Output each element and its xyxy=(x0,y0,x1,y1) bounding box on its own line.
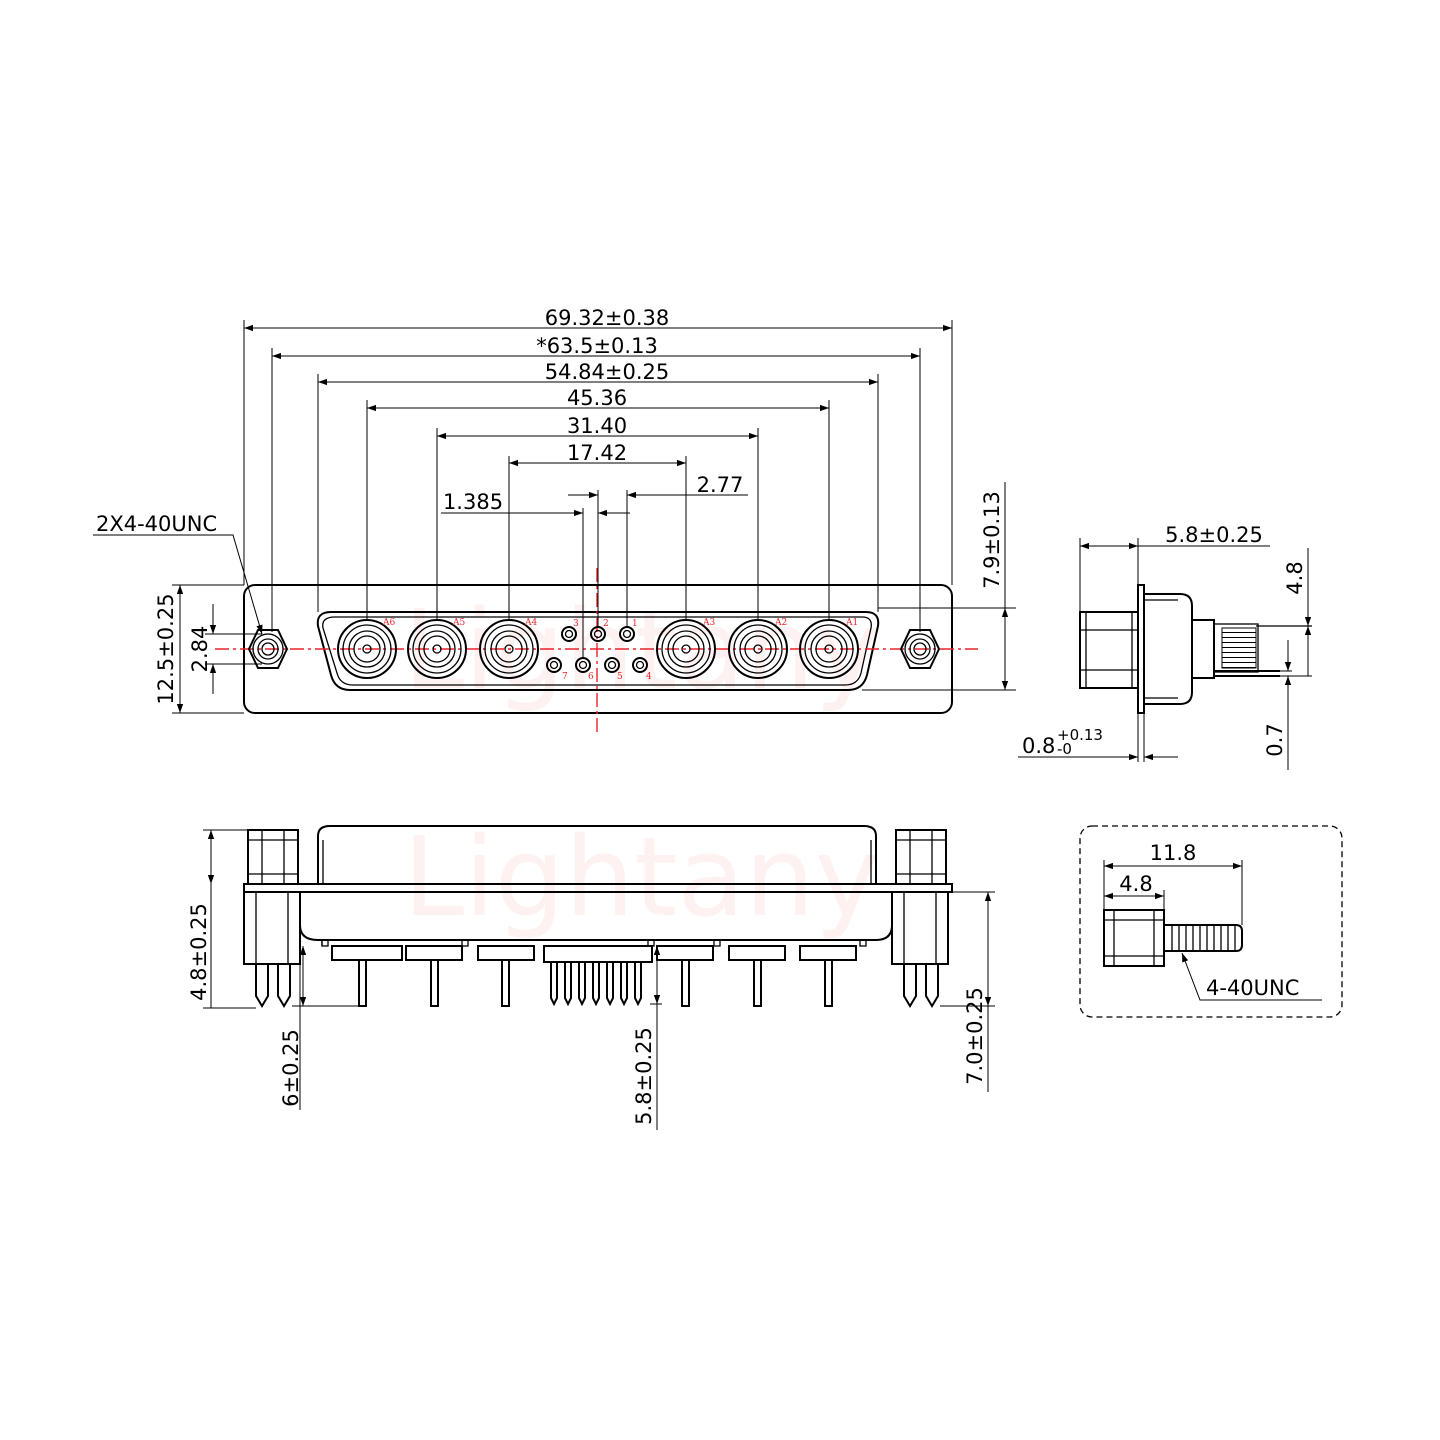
screw-detail-frame xyxy=(1079,825,1343,1018)
coax-tail-a2 xyxy=(728,945,786,1007)
side-rear-body xyxy=(1144,593,1193,705)
dim-standoff-height: 4.8±0.25 xyxy=(187,903,211,1001)
dim-screw-total: 11.8 xyxy=(1150,841,1197,865)
side-extensions xyxy=(1079,538,1312,762)
dim-screw-thread: 4-40UNC xyxy=(1206,976,1299,1000)
left-hex-nut xyxy=(247,629,289,669)
side-tail-block xyxy=(1191,619,1215,679)
dim-signal-tail: 5.8±0.25 xyxy=(632,1027,656,1125)
dim-board-lock: 7.0±0.25 xyxy=(963,987,987,1085)
signal-label-1: 1 xyxy=(632,619,638,629)
peg-4 xyxy=(713,939,721,947)
side-view: 5.8±0.25 4.8 0.7 0.8 +0.13 -0 xyxy=(1018,523,1312,770)
dim-mount-thread: 2X4-40UNC xyxy=(96,512,217,536)
coax-label-a3: A3 xyxy=(702,618,715,628)
dim-shell-height: 7.9±0.13 xyxy=(980,491,1004,589)
signal-contact-5 xyxy=(604,657,620,673)
svg-text:Lightany: Lightany xyxy=(403,586,880,714)
coax-contact-a3 xyxy=(656,619,716,679)
coax-label-a4: A4 xyxy=(524,618,537,628)
dim-shell-width: 54.84±0.25 xyxy=(545,360,669,384)
side-hex-body xyxy=(1079,611,1139,689)
signal-label-5: 5 xyxy=(617,672,623,682)
right-hex-nut xyxy=(899,629,941,669)
svg-text:Lightany: Lightany xyxy=(403,813,880,941)
coax-label-a1: A1 xyxy=(845,618,858,628)
bottom-view: 4.8±0.25 6±0.25 5.8±0.25 7.0±0.25 xyxy=(187,825,995,1130)
front-extension-lines xyxy=(243,320,953,658)
d-shell-outer xyxy=(316,611,880,691)
coax-tail-a5 xyxy=(405,945,463,1007)
dim-pin-offset: 0.7 xyxy=(1263,723,1287,756)
signal-contact-3 xyxy=(561,626,577,642)
right-standoff xyxy=(895,829,947,885)
signal-contact-7 xyxy=(546,657,562,673)
signal-label-6: 6 xyxy=(588,672,594,682)
peg-2 xyxy=(461,939,469,947)
signal-contact-4 xyxy=(632,657,648,673)
dim-flange-height: 12.5±0.25 xyxy=(154,593,178,704)
dim-screw-hex: 4.8 xyxy=(1119,872,1152,896)
dim-side-offset: 4.8 xyxy=(1283,561,1307,594)
peg-left xyxy=(321,939,329,947)
front-view: A6 A5 A4 A3 A2 A1 3 2 1 7 6 5 4 xyxy=(93,306,1016,732)
coax-label-a2: A2 xyxy=(774,618,787,628)
bottom-top-shell xyxy=(317,825,877,884)
left-board-lock xyxy=(243,891,301,1008)
dim-row-offset: 2.84 xyxy=(188,626,212,673)
screw-shank xyxy=(1164,924,1243,952)
dim-coax-tail: 6±0.25 xyxy=(279,1029,303,1107)
peg-right xyxy=(859,939,867,947)
coax-tail-a1 xyxy=(799,945,857,1007)
coax-tail-a3 xyxy=(656,945,714,1007)
signal-label-3: 3 xyxy=(573,619,579,629)
watermark-front: Lightany xyxy=(403,586,880,714)
dim-mount-pitch: *63.5±0.13 xyxy=(536,334,658,358)
side-tail-hatch xyxy=(1221,627,1257,669)
dim-signal-right: 2.77 xyxy=(697,473,744,497)
d-shell-inner xyxy=(322,616,872,686)
bottom-flange-plate xyxy=(243,883,953,893)
coax-label-a6: A6 xyxy=(382,618,395,628)
left-standoff xyxy=(247,829,299,885)
watermark-bottom: Lightany xyxy=(403,813,880,941)
dim-inner-coax: 17.42 xyxy=(567,441,627,465)
signal-tails xyxy=(550,962,642,1007)
dim-signal-left: 1.385 xyxy=(443,490,503,514)
dim-thickness-minus: -0 xyxy=(1057,740,1072,758)
screw-thread-leader xyxy=(1181,952,1322,1001)
dim-thickness: 0.8 xyxy=(1022,734,1055,758)
dim-middle-coax: 31.40 xyxy=(567,414,627,438)
signal-label-7: 7 xyxy=(562,672,568,682)
screw-detail: 11.8 4.8 4-40UNC xyxy=(1079,825,1343,1018)
signal-tail-block xyxy=(543,945,653,963)
dim-side-depth: 5.8±0.25 xyxy=(1165,523,1263,547)
coax-tail-a4 xyxy=(477,945,535,1007)
right-board-lock xyxy=(891,891,949,1008)
dim-outer-coax: 45.36 xyxy=(567,386,627,410)
front-right-extensions xyxy=(862,607,1016,691)
dim-overall-width: 69.32±0.38 xyxy=(545,306,669,330)
signal-label-4: 4 xyxy=(646,672,652,682)
dim-thickness-plus: +0.13 xyxy=(1057,726,1103,744)
peg-3 xyxy=(647,939,655,947)
coax-tail-a6 xyxy=(321,940,403,1007)
signal-label-2: 2 xyxy=(603,619,609,629)
screw-hex-head xyxy=(1103,909,1165,967)
coax-label-a5: A5 xyxy=(452,618,465,628)
screw-threads xyxy=(1171,925,1236,951)
mount-thread-leader xyxy=(93,534,263,635)
